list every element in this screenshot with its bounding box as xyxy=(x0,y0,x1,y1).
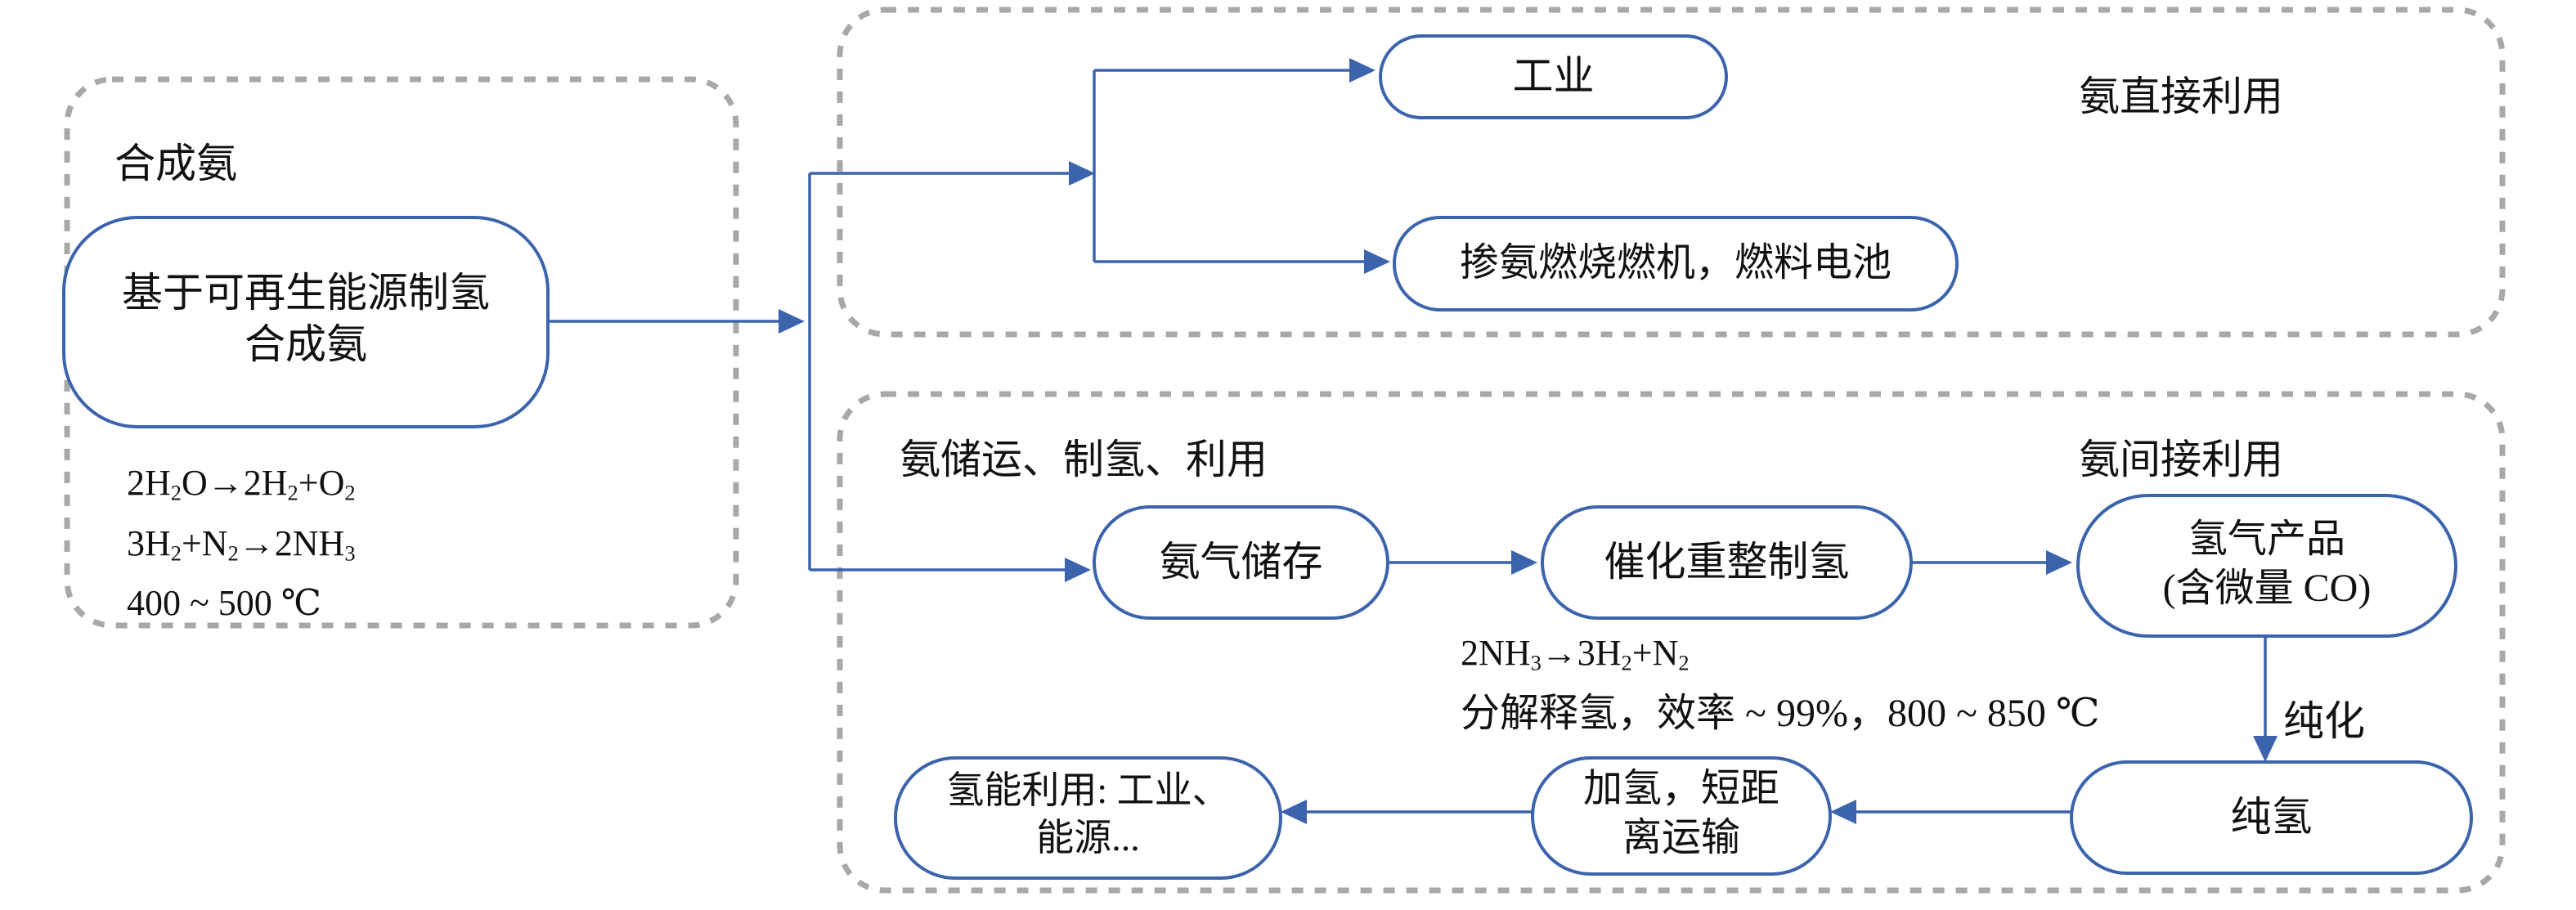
node-use-box xyxy=(894,756,1282,880)
equation-water-split: 2H2O→2H2+O2 xyxy=(127,463,356,505)
node-pure-box xyxy=(2070,760,2473,875)
group-title-direct-use: 氨直接利用 xyxy=(2079,74,2283,119)
arrowhead-pure xyxy=(2253,736,2278,762)
node-industry-box xyxy=(1379,34,1728,119)
node-product-line-2: (含微量 CO) xyxy=(2162,567,2372,610)
node-reforming-label: 催化重整制氢 xyxy=(1604,539,1850,585)
group-synthesis-frame xyxy=(64,76,739,629)
equation-ammonia-synthesis: 3H2+N2→2NH3 xyxy=(127,522,356,566)
node-reforming-box xyxy=(1541,505,1913,620)
node-engine-label: 掺氨燃烧燃机，燃料电池 xyxy=(1459,241,1892,285)
node-renewable-label: 基于可再生能源制氢 合成氨 xyxy=(64,267,548,370)
node-product-box xyxy=(2076,494,2457,638)
arrowhead-station xyxy=(1830,800,1856,824)
node-station-line-1: 加氢，短距 xyxy=(1582,767,1779,810)
synthesis-equations: 2H2O→2H2+O2 3H2+N2→2NH3 400 ~ 500 ℃ xyxy=(127,458,356,629)
node-renewable-box xyxy=(62,216,550,428)
group-direct-use-frame xyxy=(837,7,2506,338)
node-engine-box xyxy=(1393,216,1959,312)
group-indirect-use-frame xyxy=(837,391,2506,894)
node-storage-box xyxy=(1093,505,1389,620)
node-product-line-1: 氢气产品 xyxy=(2188,518,2345,561)
arrowhead-product xyxy=(2046,550,2072,575)
arrowhead-reforming xyxy=(1511,550,1537,575)
node-use-line-2: 能源... xyxy=(1036,816,1140,858)
arrowhead-engine xyxy=(1364,249,1390,274)
arrowhead-use xyxy=(1281,800,1307,824)
decomposition-equation: 2NH3→3H2+N2 xyxy=(1461,633,1690,675)
node-pure-label: 纯氢 xyxy=(2230,794,2313,840)
synthesis-temperature: 400 ~ 500 ℃ xyxy=(127,583,322,624)
group-title-chain: 氨储运、制氢、利用 xyxy=(900,437,1268,482)
node-product-label: 氢气产品 (含微量 CO) xyxy=(2078,515,2456,613)
node-station-box xyxy=(1531,756,1832,876)
node-renewable-line-1: 基于可再生能源制氢 xyxy=(122,270,490,316)
node-use-label: 氢能利用: 工业、 能源... xyxy=(895,767,1281,861)
node-storage-label: 氨气储存 xyxy=(1159,539,1323,585)
edge-label-purify: 纯化 xyxy=(2283,698,2365,744)
node-industry-label: 工业 xyxy=(1512,53,1595,99)
node-renewable-line-2: 合成氨 xyxy=(245,321,367,367)
arrowhead-direct xyxy=(1069,161,1095,186)
decomposition-note: 分解释氢，效率 ~ 99%，800 ~ 850 ℃ xyxy=(1461,692,2100,735)
node-station-label: 加氢，短距 离运输 xyxy=(1533,764,1830,863)
group-title-synthesis: 合成氨 xyxy=(114,141,237,186)
node-station-line-2: 离运输 xyxy=(1622,816,1740,859)
arrowhead-industry xyxy=(1349,58,1376,83)
arrowhead-split xyxy=(779,309,805,334)
arrowhead-storage xyxy=(1065,558,1091,582)
group-title-indirect-use: 氨间接利用 xyxy=(2079,437,2283,482)
node-use-line-1: 氢能利用: 工业、 xyxy=(946,769,1230,811)
